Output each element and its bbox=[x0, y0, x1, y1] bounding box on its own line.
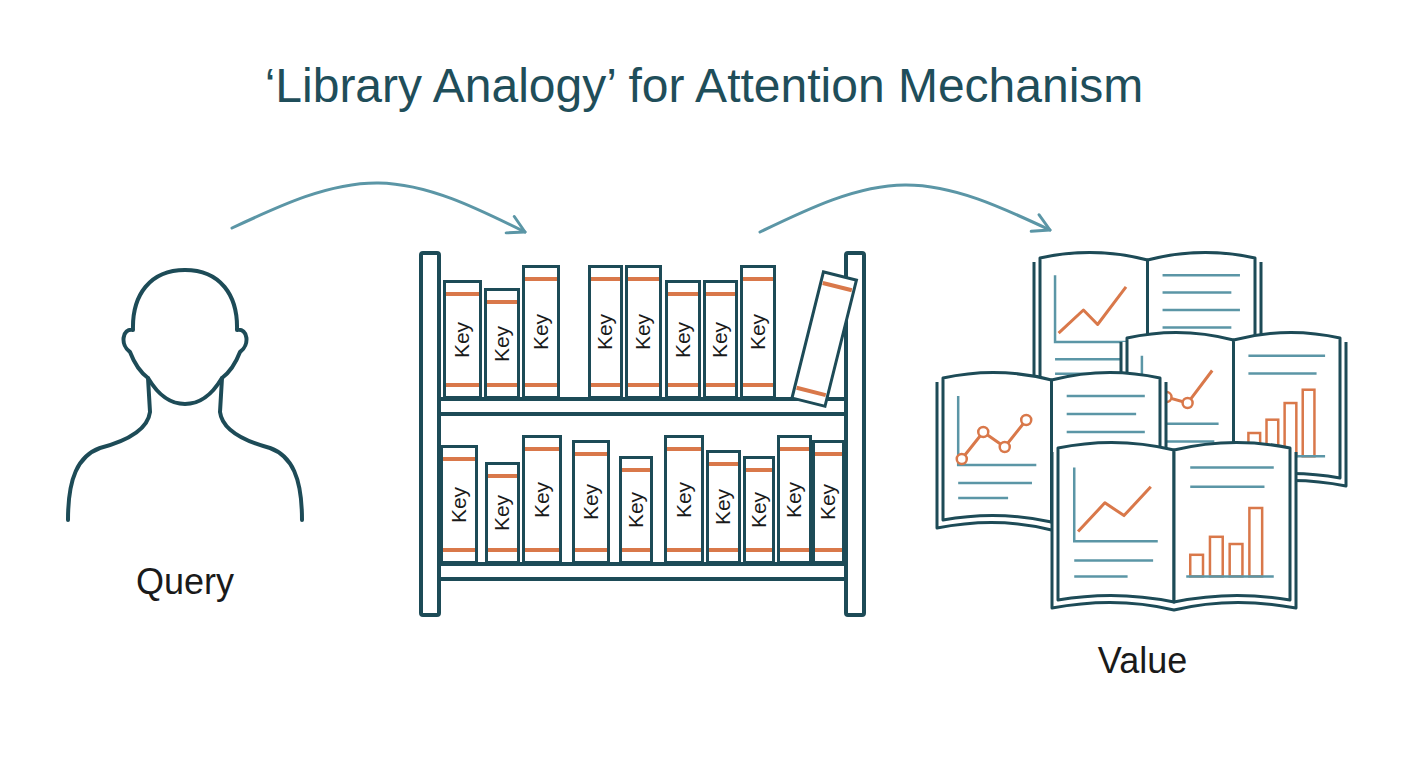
curved-arrow bbox=[760, 185, 1050, 232]
key-label: Key bbox=[712, 488, 736, 526]
key-label: Key bbox=[817, 483, 841, 521]
key-label: Key bbox=[491, 494, 515, 532]
person-icon bbox=[68, 270, 302, 520]
key-label: Key bbox=[624, 491, 648, 529]
key-label: Key bbox=[746, 313, 770, 351]
key-book: Key bbox=[588, 265, 623, 399]
value-node: Value bbox=[935, 230, 1350, 682]
key-book: Key bbox=[522, 265, 560, 399]
key-label: Key bbox=[490, 324, 514, 362]
key-label: Key bbox=[530, 480, 554, 518]
key-book: Key bbox=[664, 435, 704, 564]
key-label: Key bbox=[747, 491, 771, 529]
open-book bbox=[1052, 442, 1296, 610]
tilted-book bbox=[792, 272, 856, 406]
key-book: Key bbox=[703, 280, 738, 399]
key-book: Key bbox=[812, 440, 845, 564]
key-label: Key bbox=[783, 480, 807, 518]
key-label: Key bbox=[594, 313, 618, 351]
diagram-title: ‘Library Analogy’ for Attention Mechanis… bbox=[0, 58, 1408, 113]
key-label: Key bbox=[671, 320, 695, 358]
key-book: Key bbox=[706, 450, 741, 564]
key-book: Key bbox=[740, 265, 776, 399]
person-node: Query bbox=[60, 228, 310, 603]
key-book: Key bbox=[665, 280, 701, 399]
node-label: Value bbox=[935, 640, 1350, 682]
key-book: Key bbox=[625, 265, 662, 399]
key-book: Key bbox=[743, 456, 775, 564]
key-book: Key bbox=[777, 435, 812, 564]
key-book: Key bbox=[572, 440, 610, 564]
key-book: Key bbox=[522, 435, 562, 564]
bookshelf-frame bbox=[421, 253, 864, 615]
curved-arrow bbox=[232, 183, 525, 232]
key-label: Key bbox=[451, 320, 475, 358]
key-label: Key bbox=[709, 320, 733, 358]
key-book: Key bbox=[485, 462, 520, 564]
key-label: Key bbox=[632, 313, 656, 351]
key-book: Key bbox=[484, 288, 520, 399]
key-label: Key bbox=[447, 485, 471, 523]
key-label: Key bbox=[529, 313, 553, 351]
key-label: Key bbox=[579, 483, 603, 521]
open-books-illustration bbox=[937, 252, 1346, 610]
node-label: Query bbox=[60, 561, 310, 603]
key-book: Key bbox=[440, 445, 478, 564]
key-book: Key bbox=[619, 456, 653, 564]
bookshelf: KeyKeyKeyKeyKeyKeyKeyKeyKeyKeyKeyKeyKeyK… bbox=[418, 232, 868, 617]
key-label: Key bbox=[672, 480, 696, 518]
key-book: Key bbox=[443, 280, 482, 399]
